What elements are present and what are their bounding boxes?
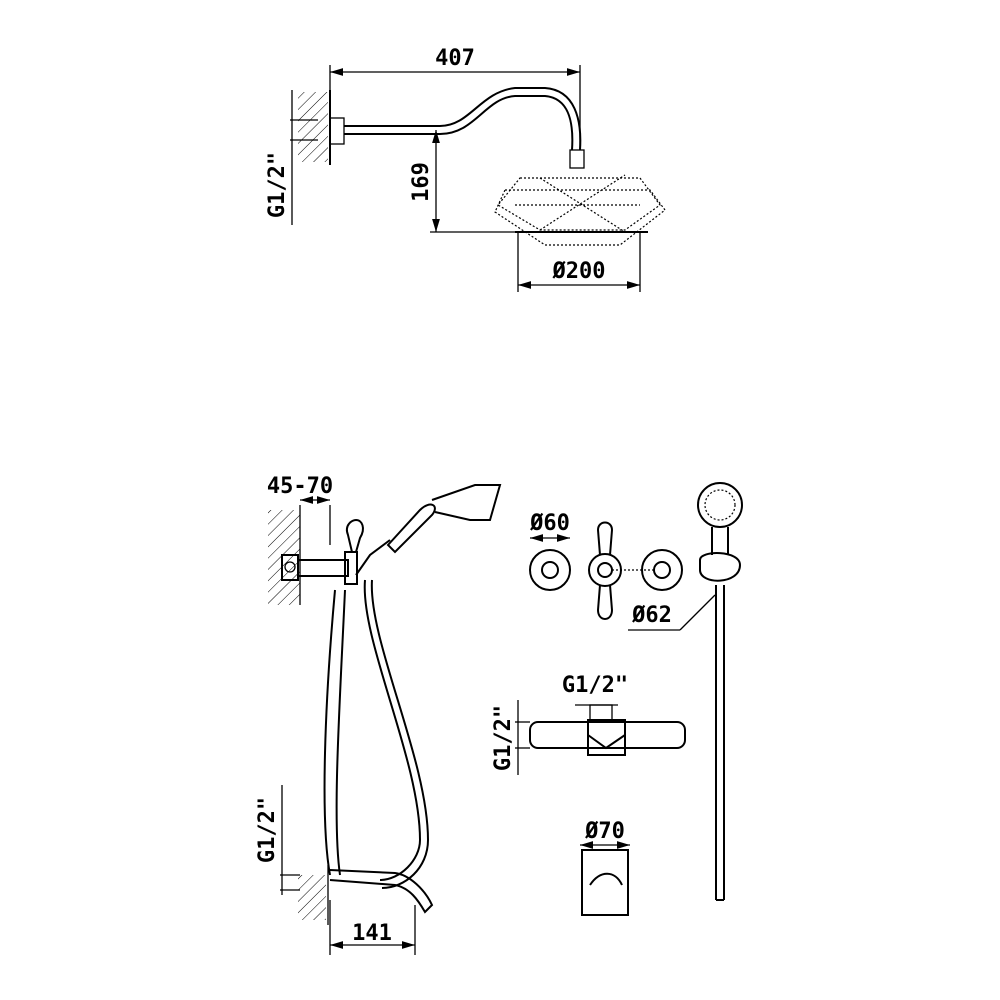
dim-head-diameter: Ø200 [552,259,606,284]
shower-holder [699,552,742,582]
shower-arm [344,87,582,151]
dim-escutcheon-diameter: Ø62 [631,603,672,628]
hand-shower [386,503,436,554]
front-view-drawing: Ø60 Ø62 G1/2" G1/2" Ø70 [491,511,716,916]
bath-spout [329,869,434,914]
dim-knob-diameter: Ø60 [529,511,570,536]
wall-hatch [298,92,328,162]
hose-front [715,585,725,901]
mixer-body [529,721,686,749]
hose [323,589,336,876]
bath-mixer-side-drawing: 45-70 141 G1/2" [255,474,502,955]
hand-shower-front [697,482,743,901]
lever-front [596,521,614,620]
dim-wall-depth: 45-70 [267,474,333,499]
dim-inlet-thread-top: G1/2" [562,673,628,698]
lever-handle [346,518,364,553]
spout-front [581,849,629,916]
wall-hatch [298,875,326,920]
dim-spout-projection: 141 [352,921,392,946]
dim-spout-diameter: Ø70 [584,819,625,844]
dim-thread-top: G1/2" [265,152,290,218]
shower-arm-drawing: 407 169 Ø200 G1/2" [265,46,666,292]
dim-inlet-thread-side: G1/2" [491,705,516,771]
dim-thread-bottom: G1/2" [255,797,280,863]
dim-arm-length: 407 [435,46,475,71]
shower-head [494,174,666,246]
wall-hatch [268,510,300,605]
dim-drop-height: 169 [409,162,434,202]
knob-left [529,549,571,591]
